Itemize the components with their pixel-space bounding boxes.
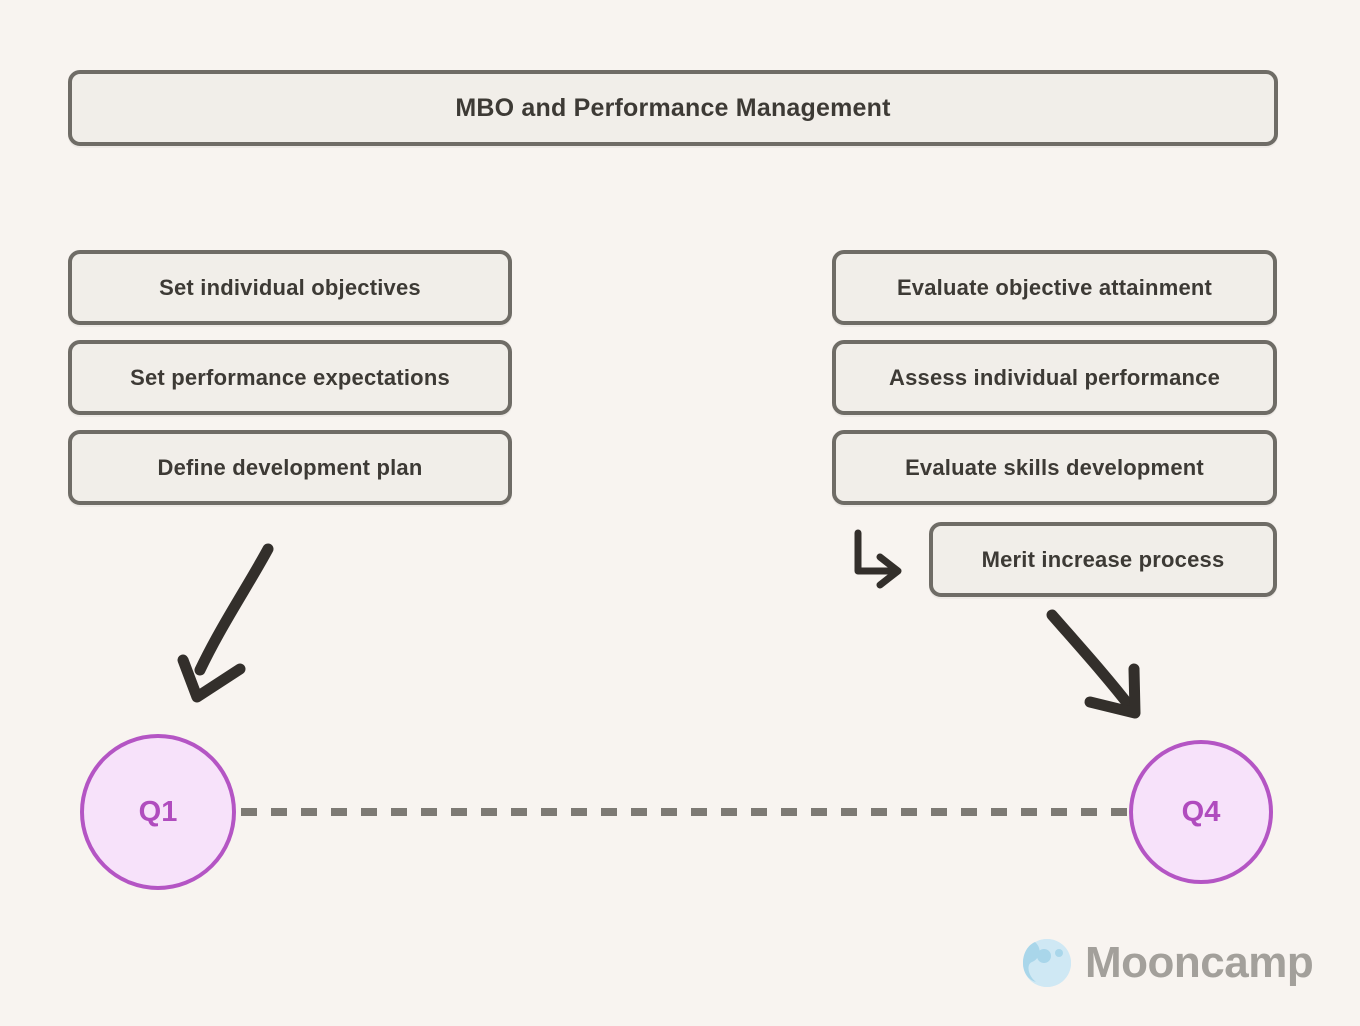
left-step-box-3: Define development plan xyxy=(68,430,512,505)
timeline-node-q4-label: Q4 xyxy=(1181,795,1221,828)
merit-increase-label: Merit increase process xyxy=(981,546,1225,572)
right-step-box-3: Evaluate skills development xyxy=(832,430,1277,505)
left-step-box-1: Set individual objectives xyxy=(68,250,512,325)
page-title: MBO and Performance Management xyxy=(455,93,891,122)
right-step-label-3: Evaluate skills development xyxy=(905,454,1204,480)
left-step-box-2: Set performance expectations xyxy=(68,340,512,415)
left-step-label-2: Set performance expectations xyxy=(130,364,450,390)
left-step-label-1: Set individual objectives xyxy=(159,274,421,300)
right-step-box-2: Assess individual performance xyxy=(832,340,1277,415)
moon-icon xyxy=(1023,939,1071,987)
timeline-node-q1-label: Q1 xyxy=(138,795,178,828)
right-step-label-2: Assess individual performance xyxy=(888,364,1221,390)
arrow-right-to-q4 xyxy=(1046,609,1141,719)
timeline-node-q4: Q4 xyxy=(1129,740,1273,884)
right-step-box-1: Evaluate objective attainment xyxy=(832,250,1277,325)
merit-increase-box: Merit increase process xyxy=(929,522,1277,597)
mooncamp-wordmark: Mooncamp xyxy=(1085,938,1314,987)
mooncamp-logo: Mooncamp xyxy=(1022,938,1314,988)
arrow-elbow-to-merit xyxy=(854,529,902,589)
diagram-title-box: MBO and Performance Management xyxy=(68,70,1278,146)
timeline-node-q1: Q1 xyxy=(80,734,236,890)
left-step-label-3: Define development plan xyxy=(157,454,423,480)
arrow-left-to-q1 xyxy=(177,543,274,703)
right-step-label-1: Evaluate objective attainment xyxy=(896,274,1213,300)
